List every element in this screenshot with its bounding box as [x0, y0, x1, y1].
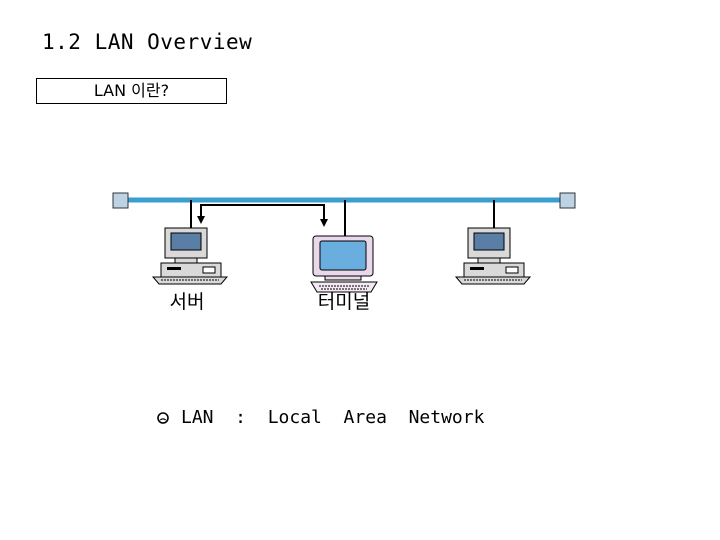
- terminal-label: 터미널: [317, 291, 371, 313]
- server-label: 서버: [169, 291, 205, 313]
- hollow-bullet-icon: [157, 411, 169, 424]
- server-computer-icon: [151, 227, 229, 285]
- bus-terminator-right: [559, 192, 576, 209]
- workstation-computer-icon: [454, 227, 532, 285]
- data-flow-arrow: [197, 204, 325, 224]
- bus-terminator-left: [112, 192, 129, 209]
- terminal-computer-icon: [310, 235, 378, 293]
- lan-definition-text: LAN : Local Area Network: [181, 407, 485, 428]
- page-title: 1.2 LAN Overview: [42, 30, 253, 54]
- subtitle-label: LAN 이란?: [93, 81, 170, 100]
- subtitle-box: LAN 이란?: [36, 78, 227, 104]
- lan-definition: LAN : Local Area Network: [157, 407, 484, 428]
